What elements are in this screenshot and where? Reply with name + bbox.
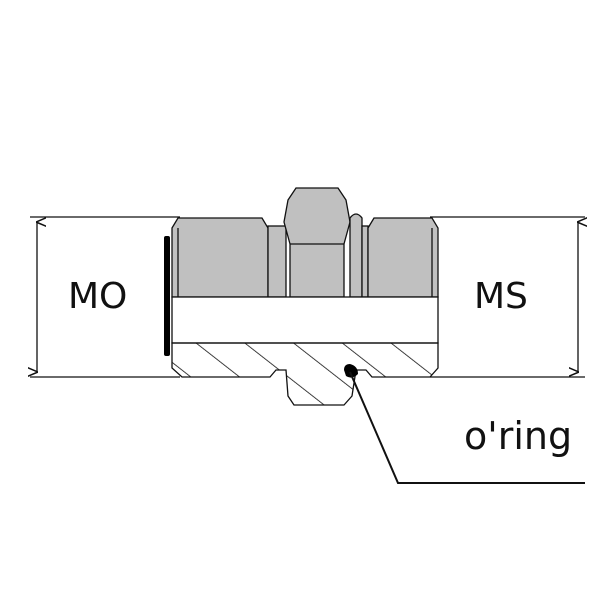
fitting-upper-half — [171, 187, 439, 298]
ms-label: MS — [474, 276, 528, 317]
bore — [171, 296, 439, 344]
face-seal-icon — [164, 236, 170, 356]
fitting-lower-section — [171, 342, 439, 406]
o-ring-icon — [344, 364, 358, 378]
o-ring-label: o'ring — [464, 414, 573, 458]
o-ring-leader-line — [349, 371, 585, 484]
dimension-lines — [30, 216, 585, 378]
mo-label: MO — [68, 276, 128, 317]
